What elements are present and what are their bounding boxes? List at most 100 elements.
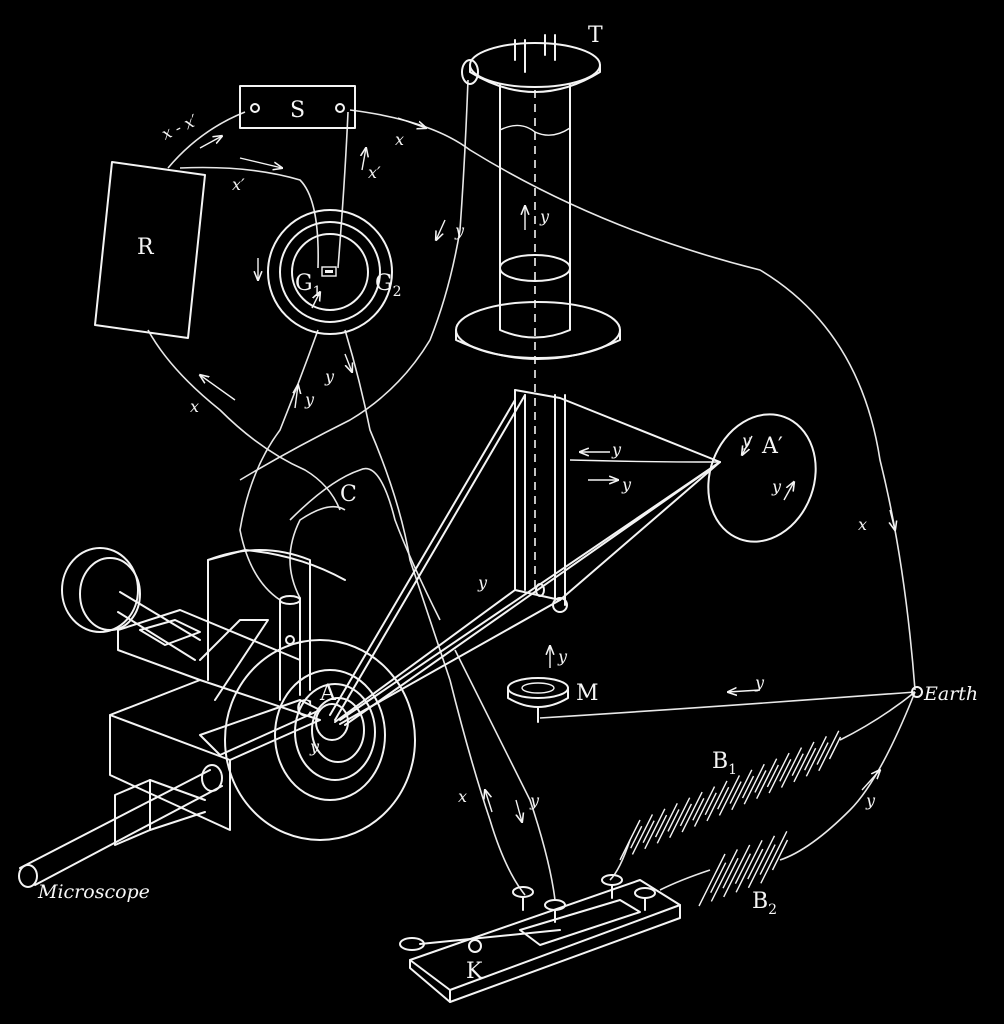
wire-crossing-1 [239, 79, 469, 481]
battery-cell [760, 830, 788, 884]
current-label-x-prime-2: x′ [368, 163, 381, 182]
wire-earth-to-b1 [839, 691, 916, 741]
key-k [399, 874, 681, 1003]
current-label-x-minus-x-prime: x - x′ [159, 111, 201, 144]
wire-m-to-earth [539, 691, 916, 719]
wire-r-to-galvanometer [179, 166, 319, 269]
current-arrows [200, 117, 895, 822]
current-label-y-9: y [477, 573, 488, 592]
battery-cell [747, 848, 764, 880]
label-g1: G1 [295, 271, 322, 300]
current-label-y-14: y [309, 737, 320, 756]
current-label-y-8: y [771, 477, 782, 496]
battery-cell [692, 798, 705, 821]
torsion-tube [455, 34, 621, 590]
wire-c-left [289, 505, 346, 599]
microscope-apparatus [18, 547, 416, 888]
battery-cell [693, 786, 716, 827]
battery-cell [642, 820, 655, 843]
battery-cell [759, 844, 776, 875]
wire-s-to-earth [349, 109, 916, 691]
label-earth: Earth [923, 683, 978, 705]
label-t: T [588, 23, 603, 48]
current-label-y-6: y [621, 475, 632, 494]
battery-cell [722, 857, 739, 889]
label-microscope: Microscope [37, 881, 150, 903]
shunt-box [239, 85, 356, 129]
battery-cell [828, 736, 842, 760]
mirror-m [507, 677, 569, 723]
battery-cell [710, 849, 738, 902]
battery-cell [754, 770, 767, 793]
current-label-x-1: x [395, 130, 404, 149]
battery-cell [756, 758, 778, 799]
current-label-y-5: y [611, 440, 622, 459]
battery-cell [734, 853, 752, 884]
circuit-wires [147, 79, 916, 901]
wire-s-to-galvanometer [337, 111, 349, 269]
current-label-y-3: y [304, 390, 315, 409]
label-g2: G2 [375, 271, 402, 300]
battery-cell [768, 752, 790, 794]
battery-cell [706, 780, 728, 822]
battery-cell [816, 742, 829, 765]
current-label-x-prime-1: x′ [232, 175, 245, 194]
battery-cell [681, 791, 703, 833]
battery-cell [805, 736, 827, 777]
battery-cell [718, 775, 741, 816]
disk-a-prime [707, 413, 817, 543]
component-labels: T S R G1 G2 A′ C C A M Earth B1 B2 K Mic… [37, 23, 978, 984]
current-label-y-11: y [754, 673, 765, 692]
label-s: S [290, 98, 305, 123]
current-labels: x - x′ x′ x′ x x x x y y y y y y y y y y… [159, 111, 876, 810]
earth-terminal [911, 686, 923, 698]
current-label-x-4: x [458, 787, 467, 806]
current-label-y-12: y [865, 791, 876, 810]
battery-b2 [698, 830, 789, 907]
wire-down-to-key-1 [449, 679, 526, 896]
battery-cell [818, 730, 840, 772]
current-label-y-7: y [741, 431, 752, 450]
current-label-y-13: y [529, 791, 540, 810]
label-a: A [319, 681, 337, 706]
battery-cell [704, 792, 717, 816]
label-k: K [466, 959, 483, 984]
current-label-x-2: x [190, 397, 199, 416]
battery-cell [747, 835, 776, 889]
current-label-y-1: y [454, 221, 465, 240]
label-m: M [576, 681, 599, 706]
wire-earth-to-b2 [779, 691, 916, 861]
battery-cell [731, 769, 753, 811]
wire-galv-down-right [344, 329, 451, 681]
battery-cell [656, 802, 678, 844]
battery-cell [793, 741, 815, 783]
battery-cell [741, 775, 755, 799]
battery-cell [644, 808, 666, 850]
current-label-y-10: y [557, 647, 568, 666]
battery-cell [766, 764, 780, 788]
battery-cell [791, 753, 804, 777]
battery-cell [619, 819, 641, 861]
label-a-prime: A′ [761, 434, 783, 459]
wire-r-bottom [147, 329, 341, 511]
battery-cell [667, 809, 680, 832]
resistance-box [94, 161, 206, 339]
wire-r-to-s [167, 111, 246, 169]
wire-down-to-key-2 [454, 649, 556, 901]
battery-cell [723, 844, 751, 898]
battery-cell [735, 840, 763, 893]
wire-crossing-2 [289, 467, 441, 621]
battery-cell [630, 825, 643, 849]
current-label-y-4: y [324, 367, 335, 386]
current-label-y-2: y [539, 207, 550, 226]
label-c-upper: C [340, 482, 357, 507]
battery-cell [729, 781, 742, 804]
battery-cell [717, 786, 730, 810]
suspension-frame [329, 389, 721, 726]
label-c-lower: C [296, 697, 313, 722]
battery-cell [780, 747, 803, 788]
galvanometer [267, 209, 393, 335]
battery-cell [771, 839, 789, 871]
